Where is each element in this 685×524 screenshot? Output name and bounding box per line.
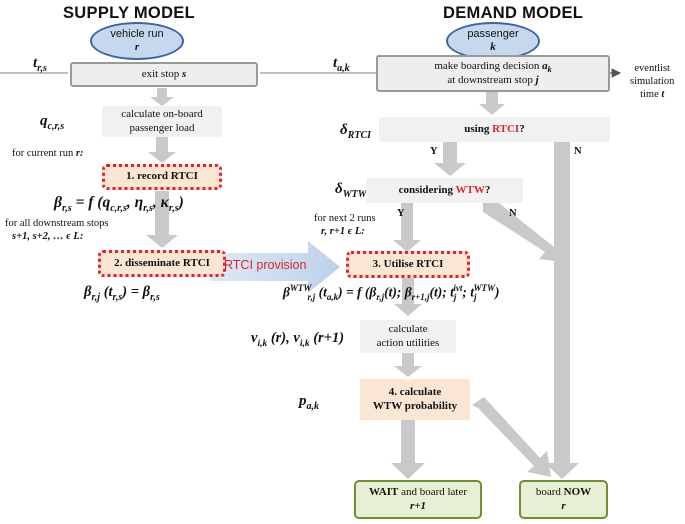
calc-wtw-probability-box: 4. calculate WTW probability [360,379,470,420]
rtci-provision-red: RTCI [224,258,253,272]
vehicle-run-label: vehicle run [110,28,164,41]
using-yes-label: Y [430,146,438,157]
considering-wtw-box: considering WTW? [366,178,523,203]
board-now-strong: NOW [563,486,592,499]
eventlist-label: eventlist simulation time t [630,62,674,101]
considering-no-label: N [509,208,517,219]
delta-rtci-label: δRTCI [340,122,372,141]
exit-stop-text: exit stop [141,67,183,80]
record-rtci-box: 1. record RTCI [102,164,222,190]
rtci-provision-label: RTCI provision [224,258,306,272]
beta-wtw-formula: βWTWr,j (ta,k) = f (βr,j(t); βr+1,j(t); … [283,283,500,303]
using-red: RTCI [492,122,520,135]
arrow-considering-yes [393,203,421,252]
q-crs-label: qc,r,s [40,113,65,132]
calc-utilities-box: calculate action utilities [360,320,456,353]
arrow-exit-to-load [150,88,174,106]
beta-rj-formula: βr,j (tr,s) = βr,s [84,284,160,303]
arrow-using-yes [434,142,466,176]
considering-prefix: considering [398,183,456,196]
vehicle-run-var: r [134,41,140,53]
board-now-box: board NOW r [519,480,608,519]
rtci-provision-rest: provision [252,258,307,272]
decision-line1-sub: k [547,64,552,74]
exit-stop-var: s [182,67,187,80]
for-next-runs-line2: r, r+1 ϵ L: [321,226,365,237]
for-current-run-text: for current run [12,148,76,159]
disseminate-rtci-box: 2. disseminate RTCI [98,250,226,277]
t-ak-label: ta,k [333,55,350,74]
using-prefix: using [464,122,493,135]
utilise-rtci-box: 3. Utilise RTCI [346,251,470,278]
using-suffix: ? [519,122,525,135]
board-now-run-var: r [561,499,566,512]
for-next-runs-line1: for next 2 runs [314,213,376,224]
t-rs-label: tr,s [33,55,47,74]
wait-strong: WAIT [368,486,399,499]
arrow-considering-no [483,203,562,262]
delta-wtw-label: δWTW [335,181,367,200]
wait-run-var: r+1 [409,499,427,512]
eventlist-line3-var: t [661,89,665,101]
calc-load-box: calculate on-board passenger load [102,106,222,137]
decision-line2-var: j [535,74,539,87]
for-current-run-note: for current run r: [12,148,83,160]
p-ak-label: pa,k [299,393,319,412]
using-rtci-box: using RTCI? [379,117,610,142]
wait-board-later-box: WAIT and board later r+1 [354,480,482,519]
for-all-downstream-line1: for all downstream stops [5,218,109,229]
demand-model-header: DEMAND MODEL [443,4,584,22]
calc-utilities-line1: calculate [388,323,428,336]
decision-line2-text: at downstream stop [447,74,536,87]
beta-rs-formula: βr,s = f (qc,r,s, ηr,s, κr,s) [54,194,184,215]
for-current-run-var: r: [75,148,84,159]
wait-rest: and board later [398,486,468,499]
using-no-label: N [574,146,582,157]
calc-utilities-line2: action utilities [376,336,440,349]
for-all-downstream-line2: s+1, s+2, … ϵ L: [12,231,84,242]
calc-load-line2: passenger load [129,121,195,134]
passenger-node: passenger k [446,22,540,60]
passenger-label: passenger [467,28,519,41]
considering-red: WTW [455,183,485,196]
board-now-prefix: board [535,486,564,499]
arrow-prob-to-board-now [472,397,551,477]
arrow-load-to-record [148,137,176,163]
decision-line1-text: make boarding decision [434,59,543,72]
supply-model-header: SUPPLY MODEL [63,4,195,22]
utility-values-label: vi,k (r), vi,k (r+1) [251,330,345,349]
passenger-var: k [490,41,496,53]
exit-stop-box: exit stop s [70,62,258,87]
considering-suffix: ? [484,183,491,196]
calc-prob-line2: WTW probability [372,399,458,412]
considering-yes-label: Y [397,208,405,219]
arrow-utilise-to-utilities [394,278,422,316]
arrow-using-no [545,138,579,479]
calc-load-line1: calculate on-board [121,108,203,121]
rtci-provision-arrow [210,241,340,293]
eventlist-line2: simulation [630,76,675,88]
vehicle-run-node: vehicle run r [90,22,184,60]
eventlist-line1: eventlist [634,63,670,74]
arrow-utilities-to-prob [394,353,422,377]
calc-prob-line1: 4. calculate [388,386,442,399]
decision-line1-var: a [542,59,548,72]
arrow-prob-to-wait [391,420,425,479]
boarding-decision-box: make boarding decision ak at downstream … [376,55,610,92]
arrow-record-to-disseminate [146,191,178,248]
eventlist-line3-text: time [640,89,662,101]
arrow-decision-to-using [479,92,505,115]
